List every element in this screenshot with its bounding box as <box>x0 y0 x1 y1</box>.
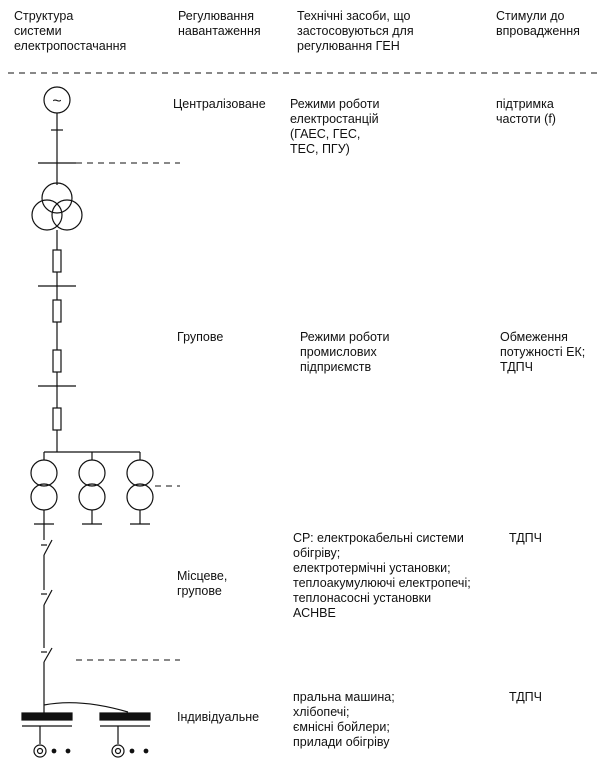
row3-regulation: Місцеве, групове <box>177 569 228 598</box>
row4-stimuli: ТДПЧ <box>509 690 543 704</box>
transformer-icon-1 <box>30 459 58 511</box>
row3-stimuli: ТДПЧ <box>509 531 543 545</box>
consumer-busbar-icon-1 <box>21 712 73 721</box>
disconnect-switch-icon-2 <box>43 589 53 606</box>
row2-regulation: Групове <box>177 330 224 344</box>
row4-means: пральна машина; хлібопечі; ємнісні бойле… <box>293 690 395 749</box>
row1-regulation: Централізоване <box>173 97 266 111</box>
header-structure: Структура системи електропостачання <box>14 9 127 53</box>
breaker-icon-1 <box>52 249 62 273</box>
disconnect-switch-icon-3 <box>43 647 53 663</box>
row4-regulation: Індивідуальне <box>177 710 260 724</box>
disconnect-switch-icon-1 <box>43 539 53 556</box>
header-stimuli: Стимули до впровадження <box>496 9 580 38</box>
row3-means: СР: електрокабельні системи обігріву; ел… <box>293 531 471 620</box>
header-means: Технічні засоби, що застосовуються для р… <box>297 9 414 53</box>
transformer-icon-2 <box>78 459 106 511</box>
generator-symbol: ~ <box>52 93 61 110</box>
row1-means: Режими роботи електростанцій (ГАЕС, ГЕС,… <box>290 97 380 156</box>
three-winding-transformer-icon <box>31 182 83 231</box>
row1-stimuli: підтримка частоти (f) <box>496 97 556 126</box>
header-regulation: Регулювання навантаження <box>178 9 261 38</box>
consumer-load-icon-1 <box>33 744 71 758</box>
generator-icon: ~ <box>43 86 71 114</box>
breaker-icon-3 <box>52 349 62 373</box>
breaker-icon-2 <box>52 299 62 323</box>
transformer-icon-3 <box>126 459 154 511</box>
consumer-load-icon-2 <box>111 744 149 758</box>
row2-means: Режими роботи промислових підприємств <box>300 330 390 374</box>
row2-stimuli: Обмеження потужності ЕК; ТДПЧ <box>500 330 586 374</box>
breaker-icon-4 <box>52 407 62 431</box>
consumer-busbar-icon-2 <box>99 712 151 721</box>
